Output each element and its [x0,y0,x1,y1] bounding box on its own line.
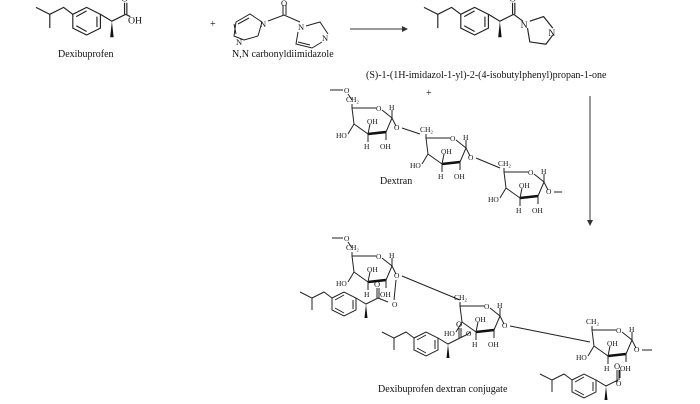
h-label: H [438,172,444,181]
conjugate-structure: O CH₂ O H O HO H OH OH [299,234,652,400]
plus-sign: + [210,19,216,30]
h-label: H [604,364,610,373]
acyl-imidazole-structure: O N N [423,0,555,45]
n-label: N [548,28,555,39]
ch2-label: CH₂ [498,159,511,168]
dexibuprofen-label: Dexibuprofen [58,49,114,60]
carbonyl-o-label: O [121,0,128,5]
glycosidic-o-label: O [394,271,400,280]
ch2-label: CH₂ [420,125,433,134]
n-label: N [521,20,528,31]
cdi-label: N,N carbonyldiimidazole [232,49,334,60]
dextran-label: Dextran [380,176,412,187]
cdi-structure: N N O N N [233,0,329,49]
ring-o-label: O [376,252,382,261]
isobutylphenyl-core: O [539,361,620,400]
o-label: O [281,0,287,8]
n-label: N [260,19,266,29]
ho-label: HO [576,353,587,362]
hydroxyl-label: OH [128,16,142,27]
h-label: H [389,103,395,112]
glucose-unit: CH₂ O H O HO H OH OH [576,317,640,373]
isobutylphenyl-core: O [381,319,462,358]
h-label: H [463,133,469,142]
ring-o-label: O [528,168,534,177]
glucose-unit: CH₂ O H O HO H OH OH [444,293,508,349]
glucose-unit: CH₂ O H O HO H OH OH [410,125,474,181]
oh-label: OH [380,142,391,151]
n-label: N [322,33,328,43]
ch2-label: CH₂ [586,317,599,326]
glucose-unit: CH₂ O H O HO H OH OH [488,159,552,215]
carbonyl-o-label: O [374,279,380,289]
carbonyl-o-label: O [614,361,620,371]
glycosidic-o-label: O [468,153,474,162]
ring-o-label: O [616,326,622,335]
h-label: H [497,301,503,310]
n-label: N [298,22,304,32]
o-label: O [344,234,350,243]
carbonyl-o-label: O [456,319,462,329]
glycosidic-o-label: O [502,321,508,330]
oh-label: OH [380,290,391,299]
oh-label: OH [454,172,465,181]
h-label: H [472,340,478,349]
ho-label: HO [336,279,347,288]
ho-label: HO [488,195,499,204]
ho-label: HO [336,131,347,140]
ring-o-label: O [376,104,382,113]
dextran-structure: O CH₂ O H O HO H OH OH [330,86,562,215]
oh-label: OH [488,340,499,349]
ester-o-label: O [466,329,472,338]
glycosidic-o-label: O [394,123,400,132]
oh-label: OH [367,265,378,274]
glucose-unit: CH₂ O H O HO H OH OH [336,95,400,151]
ch2-label: CH₂ [346,95,359,104]
h-label: H [364,142,370,151]
glycosidic-o-label: O [634,345,640,354]
h-label: H [541,167,547,176]
h-label: H [364,290,370,299]
glycosidic-o-label: O [546,187,552,196]
ester-o-label: O [392,300,398,309]
reaction-arrow-right [350,26,408,32]
ring-o-label: O [484,302,490,311]
ester-o-label: O [616,379,622,388]
ho-label: HO [410,161,421,170]
reaction-arrow-down [587,96,593,226]
isobutylphenyl-core: O [299,279,380,318]
h-label: H [516,206,522,215]
carbonyl-o-label: O [509,0,516,5]
h-label: H [629,325,635,334]
oh-label: OH [519,181,530,190]
oh-label: OH [475,315,486,324]
intermediate-label: (S)-1-(1H-imidazol-1-yl)-2-(4-isobutylph… [366,70,607,81]
ch2-label: CH₂ [454,293,467,302]
oh-label: OH [607,339,618,348]
oh-label: OH [367,117,378,126]
oh-label: OH [532,206,543,215]
o-label: O [344,86,350,95]
ring-o-label: O [450,134,456,143]
h-label: H [389,251,395,260]
ho-label: HO [444,329,455,338]
oh-label: OH [620,364,631,373]
plus-sign-2: + [426,88,432,99]
isobutylphenyl-core: O [35,0,128,38]
glucose-unit: CH₂ O H O HO H OH OH [336,243,400,299]
conjugate-label: Dexibuprofen dextran conjugate [378,384,508,395]
isobutylphenyl-core: O [423,0,516,38]
n-label: N [236,37,242,47]
dexibuprofen-structure: O OH [35,0,142,38]
oh-label: OH [441,147,452,156]
ch2-label: CH₂ [346,243,359,252]
